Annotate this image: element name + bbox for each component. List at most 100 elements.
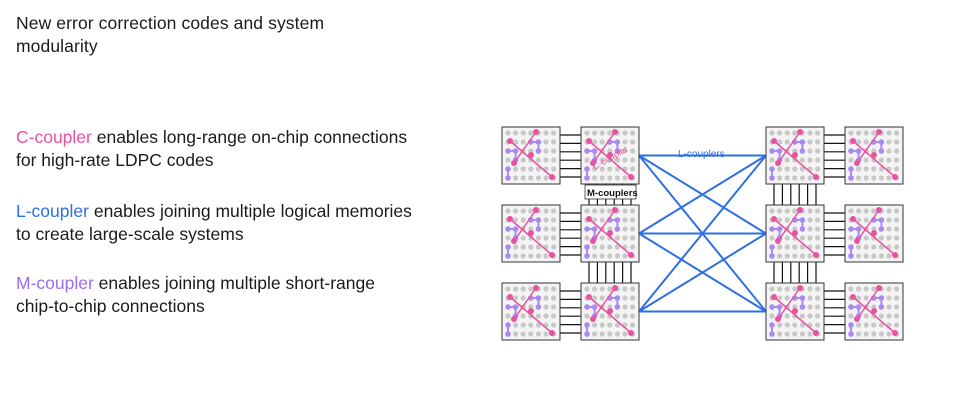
qubit-dot bbox=[863, 217, 869, 223]
m-couplers-label: M-couplers bbox=[587, 188, 638, 199]
qubit-dot bbox=[777, 130, 783, 136]
qubit-dot bbox=[871, 244, 877, 250]
qubit-dot bbox=[599, 175, 605, 181]
qubit-dot bbox=[622, 286, 628, 292]
qubit-dot bbox=[856, 295, 862, 301]
qubit-dot bbox=[815, 148, 821, 154]
qubit-dot bbox=[894, 244, 900, 250]
qubit-dot bbox=[614, 253, 621, 259]
qubit-dot bbox=[815, 304, 821, 310]
pink-qubit bbox=[892, 252, 898, 258]
qubit-dot bbox=[607, 130, 613, 136]
pink-qubit bbox=[871, 308, 877, 314]
qubit-dot bbox=[630, 322, 636, 328]
purple-qubit bbox=[799, 217, 806, 223]
qubit-chip bbox=[765, 282, 825, 341]
qubit-dot bbox=[614, 322, 621, 328]
qubit-dot bbox=[799, 313, 806, 319]
purple-qubit bbox=[535, 295, 542, 301]
qubit-dot bbox=[520, 295, 526, 301]
qubit-dot bbox=[863, 235, 869, 241]
qubit-dot bbox=[871, 208, 877, 214]
qubit-dot bbox=[856, 175, 862, 181]
qubit-dot bbox=[630, 226, 636, 232]
qubit-dot bbox=[551, 148, 557, 154]
qubit-dot bbox=[630, 313, 636, 319]
qubit-dot bbox=[622, 253, 628, 259]
pink-qubit bbox=[854, 238, 860, 244]
purple-qubit bbox=[848, 304, 854, 310]
qubit-dot bbox=[886, 313, 892, 319]
qubit-dot bbox=[807, 130, 813, 136]
purple-qubit bbox=[799, 139, 806, 145]
qubit-dot bbox=[551, 226, 557, 232]
m-coupler-term: M-coupler bbox=[16, 273, 94, 293]
qubit-dot bbox=[622, 217, 628, 223]
purple-qubit bbox=[584, 304, 590, 310]
qubit-dot bbox=[886, 130, 892, 136]
pink-qubit bbox=[892, 330, 898, 336]
qubit-dot bbox=[894, 295, 900, 301]
pink-qubit bbox=[549, 252, 555, 258]
qubit-dot bbox=[792, 253, 798, 259]
qubit-dot bbox=[807, 139, 813, 145]
m-coupler-description: enables joining multiple short-range chi… bbox=[16, 273, 375, 316]
qubit-dot bbox=[856, 130, 862, 136]
pink-qubit bbox=[775, 160, 781, 166]
purple-qubit bbox=[535, 217, 542, 223]
qubit-dot bbox=[878, 253, 885, 259]
purple-qubit bbox=[512, 304, 519, 310]
purple-qubit bbox=[505, 166, 511, 172]
purple-qubit bbox=[878, 295, 885, 301]
qubit-dot bbox=[799, 331, 806, 337]
purple-qubit bbox=[512, 148, 519, 154]
pink-qubit bbox=[771, 138, 777, 144]
qubit-dot bbox=[535, 175, 542, 181]
qubit-dot bbox=[599, 244, 605, 250]
purple-qubit bbox=[591, 226, 598, 232]
qubit-dot bbox=[777, 139, 783, 145]
purple-qubit bbox=[878, 304, 885, 310]
pink-qubit bbox=[511, 238, 517, 244]
qubit-dot bbox=[513, 295, 519, 301]
qubit-dot bbox=[856, 217, 862, 223]
purple-qubit bbox=[855, 226, 862, 232]
purple-qubit bbox=[584, 148, 590, 154]
qubit-dot bbox=[799, 157, 806, 163]
qubit-dot bbox=[513, 331, 519, 337]
qubit-dot bbox=[777, 253, 783, 259]
qubit-dot bbox=[799, 175, 806, 181]
qubit-dot bbox=[863, 322, 869, 328]
qubit-dot bbox=[799, 253, 806, 259]
qubit-dot bbox=[769, 208, 775, 214]
l-coupler-link bbox=[638, 232, 767, 313]
qubit-dot bbox=[535, 331, 542, 337]
c-coupler-line bbox=[509, 218, 553, 256]
pink-qubit bbox=[771, 216, 777, 222]
chip-frame bbox=[580, 282, 640, 341]
qubit-dot bbox=[630, 304, 636, 310]
pink-qubit bbox=[876, 207, 882, 213]
purple-qubit bbox=[535, 148, 542, 154]
qubit-dot bbox=[630, 208, 636, 214]
purple-qubit bbox=[505, 175, 511, 181]
qubit-dot bbox=[520, 139, 526, 145]
qubit-dot bbox=[520, 313, 526, 319]
qubit-dot bbox=[886, 148, 892, 154]
qubit-dot bbox=[592, 331, 598, 337]
qubit-dot bbox=[614, 166, 621, 172]
qubit-dot bbox=[513, 166, 519, 172]
qubit-dot bbox=[630, 295, 636, 301]
qubit-dot bbox=[886, 295, 892, 301]
qubit-dot bbox=[535, 244, 542, 250]
qubit-dot bbox=[584, 157, 590, 163]
pink-qubit bbox=[528, 152, 534, 158]
qubit-dot bbox=[513, 139, 519, 145]
qubit-dot bbox=[607, 166, 613, 172]
qubit-dot bbox=[792, 175, 798, 181]
qubit-dot bbox=[622, 139, 628, 145]
pink-qubit bbox=[854, 316, 860, 322]
c-coupler-line bbox=[773, 296, 817, 334]
qubit-dot bbox=[528, 244, 534, 250]
qubit-dot bbox=[894, 166, 900, 172]
